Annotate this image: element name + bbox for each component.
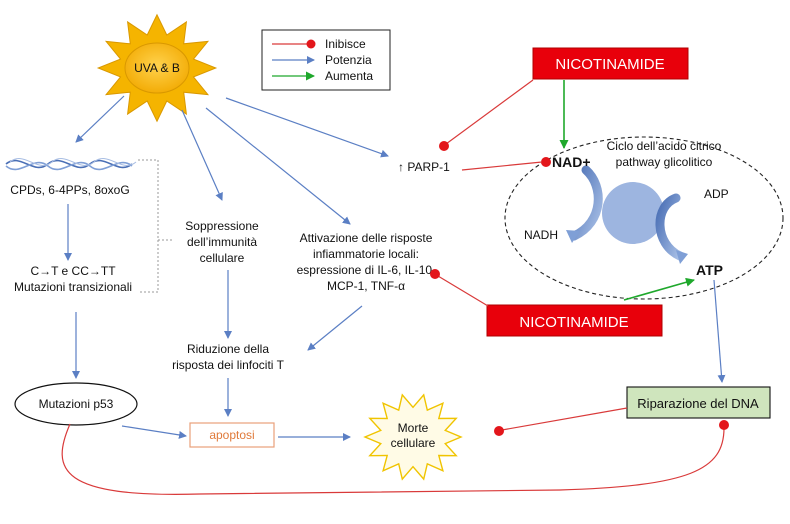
dna-repair-node (626, 386, 771, 419)
inhibit-nicotinamide-inflammation (437, 275, 489, 307)
arrow-p53-to-apoptosis (121, 425, 187, 439)
inhibit-p53-repair (61, 423, 725, 495)
grouping-bracket (138, 159, 172, 293)
arrow-nicotinamide-to-atp (623, 277, 695, 301)
mutations-line1: C→T e CC→TT (30, 264, 116, 278)
nad-inhibit-dot (541, 157, 551, 167)
inhibit-dot-parp (439, 141, 449, 151)
nicotinamide-bottom-label: NICOTINAMIDE (519, 314, 628, 331)
cell-death-node (363, 393, 463, 481)
apoptosis-node (189, 422, 275, 448)
nicotinamide-top-box (532, 47, 689, 80)
arrow-inflammation-to-tcell (307, 305, 363, 351)
inhibit-dot-inflammation (430, 269, 440, 279)
tcell-reduction-line1: Riduzione della (187, 342, 269, 356)
inhibit-lines (61, 79, 729, 495)
legend-inhibit-label: Inibisce (325, 37, 366, 51)
inflammation-line3: espressione di IL-6, IL-10, (297, 263, 436, 277)
arrow-uv-to-immune (181, 109, 223, 201)
immune-suppression-line1: Soppressione (185, 219, 259, 233)
inflammation-line1: Attivazione delle risposte (300, 231, 433, 245)
nicotinamide-top-label: NICOTINAMIDE (555, 56, 664, 73)
inflammation-line2: infiammatorie locali: (313, 247, 419, 261)
citric-cycle-line1: Ciclo dell’acido citrico (607, 139, 722, 153)
inhibit-dot-repair (719, 420, 729, 430)
apoptosis-label: apoptosi (209, 428, 254, 442)
uv-label: UVA & B (134, 61, 180, 75)
immune-suppression-line3: cellulare (200, 251, 245, 265)
inhibit-dot-death (494, 426, 504, 436)
immune-suppression-line2: dell’immunità (187, 235, 257, 249)
inhibit-repair-death (501, 407, 628, 431)
nicotinamide-bottom-box (486, 304, 663, 337)
parp1-label: ↑ PARP-1 (398, 160, 450, 174)
inhibit-parp-nad (461, 161, 543, 171)
dna-strand-icon (5, 158, 137, 171)
atp-label: ATP (696, 262, 723, 278)
dna-repair-label: Riparazione del DNA (637, 396, 759, 411)
citric-cycle-line2: pathway glicolitico (616, 155, 713, 169)
arrow-uv-to-parp (225, 97, 389, 158)
legend: Inibisce Potenzia Aumenta (261, 29, 391, 91)
legend-potentiate-label: Potenzia (325, 53, 372, 67)
arrow-atp-to-dna-repair (713, 279, 726, 383)
metabolic-cycle-circle (602, 182, 664, 244)
dna-lesions-label: CPDs, 6-4PPs, 8oxoG (10, 183, 129, 197)
nadh-arrowhead (566, 230, 580, 243)
p53-mutations-label: Mutazioni p53 (39, 397, 114, 411)
increase-arrows (559, 80, 695, 301)
adp-to-atp-curve (655, 193, 685, 261)
arrow-uv-to-inflammation (205, 107, 351, 225)
sun-icon: UVA & B (96, 13, 218, 123)
cell-death-line2: cellulare (391, 436, 436, 450)
mutations-line2: Mutazioni transizionali (14, 280, 132, 294)
arrow-uv-to-dna (75, 95, 125, 143)
p53-mutations-node (14, 382, 138, 426)
legend-inhibit-dot (306, 39, 316, 49)
nadh-label: NADH (524, 228, 558, 242)
citric-cycle-boundary (504, 136, 784, 300)
tcell-reduction-line2: risposta dei linfociti T (172, 358, 284, 372)
inhibit-nicotinamide-parp (445, 79, 534, 145)
potentiate-arrows (64, 95, 726, 441)
adp-label: ADP (704, 187, 729, 201)
legend-increase-label: Aumenta (325, 69, 373, 83)
cell-death-line1: Morte (398, 421, 429, 435)
nad-to-nadh-curve (569, 165, 603, 241)
nad-label: NAD+ (552, 154, 591, 170)
atp-arrowhead (676, 250, 688, 264)
inflammation-line4: MCP-1, TNF-α (327, 279, 405, 293)
